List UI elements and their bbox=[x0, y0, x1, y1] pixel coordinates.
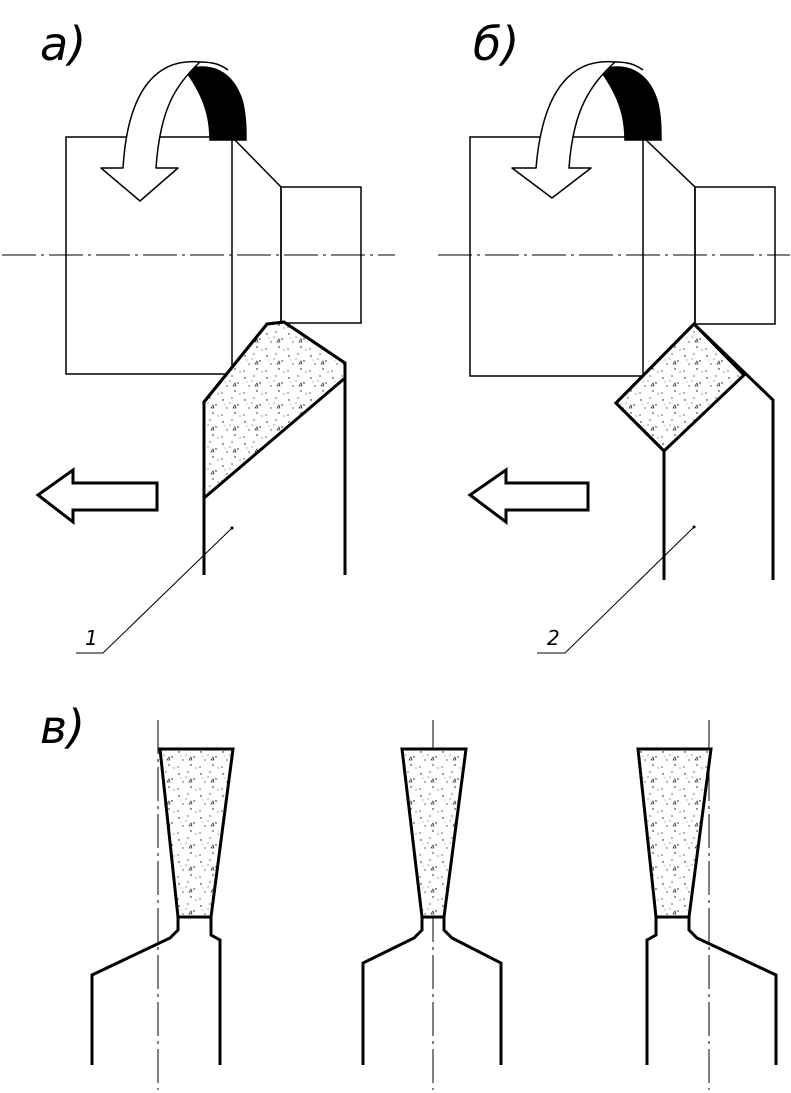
rotation-arrow-icon-b bbox=[511, 60, 662, 199]
rotation-arrow-back-face bbox=[183, 66, 247, 141]
callout-2: 2 bbox=[547, 626, 560, 650]
panel-a: а) 1 bbox=[2, 17, 395, 654]
insert-seat-line-b bbox=[663, 374, 745, 452]
tool-1-insert bbox=[158, 747, 235, 919]
tool-insert-b bbox=[613, 321, 747, 454]
leader-line-1 bbox=[76, 527, 233, 654]
form-tool-3 bbox=[636, 720, 778, 1090]
rotation-arrow-icon-a bbox=[100, 60, 247, 202]
form-tool-1 bbox=[90, 720, 235, 1090]
tool-3-insert bbox=[636, 747, 713, 919]
tool-holder-b bbox=[613, 321, 775, 580]
panel-b: б) 2 bbox=[438, 17, 790, 654]
cutting-tool-a bbox=[202, 320, 347, 575]
cutting-tool-b bbox=[613, 321, 775, 580]
panel-b-label: б) bbox=[473, 17, 519, 71]
rotation-arrow-edge bbox=[199, 61, 229, 71]
form-tool-2 bbox=[361, 720, 503, 1090]
feed-arrow-icon-b bbox=[467, 467, 590, 525]
tool-3-right-flank bbox=[687, 917, 778, 1065]
tool-2-left-flank bbox=[361, 917, 424, 1065]
panel-a-label: а) bbox=[40, 17, 86, 71]
tool-2-insert bbox=[400, 747, 468, 919]
tool-holder-a bbox=[202, 320, 347, 575]
feed-arrow-icon-a bbox=[35, 467, 159, 526]
insert-seat-line-a bbox=[203, 377, 346, 499]
leader-line-2 bbox=[537, 526, 695, 654]
rotation-arrow-front-b bbox=[511, 60, 616, 199]
panel-c-label: в) bbox=[40, 700, 85, 754]
panel-c: в) bbox=[40, 700, 778, 1090]
tool-2-right-flank bbox=[442, 917, 503, 1065]
tool-3-left-flank bbox=[645, 917, 658, 1065]
tool-1-right-flank bbox=[209, 917, 222, 1065]
tool-1-left-flank bbox=[90, 917, 180, 1065]
rotation-arrow-front bbox=[100, 60, 201, 202]
rotation-arrow-edge-b bbox=[614, 61, 644, 71]
rotation-arrow-back-face-b bbox=[598, 66, 662, 141]
callout-1: 1 bbox=[85, 626, 98, 650]
workpiece-b bbox=[469, 136, 776, 377]
